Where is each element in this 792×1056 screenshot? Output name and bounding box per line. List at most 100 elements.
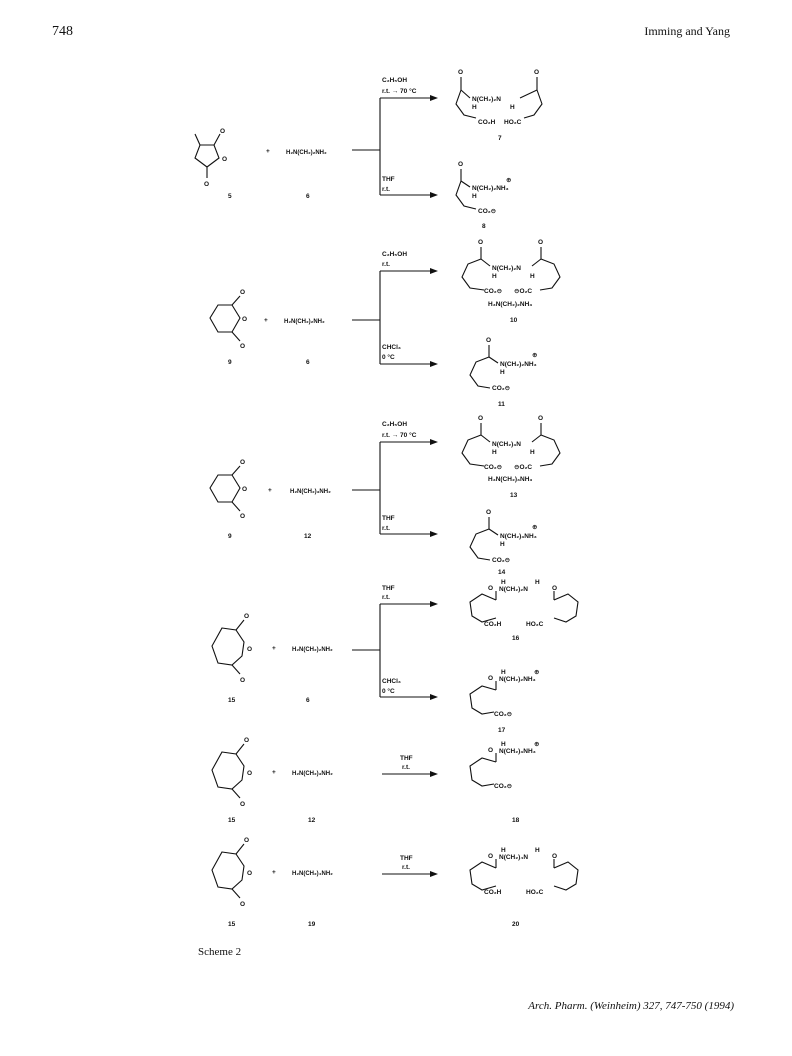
- compound-number-16: 16: [512, 635, 520, 642]
- ring-o-label: O: [247, 770, 252, 777]
- carboxylate-label: CO₂⊖: [494, 711, 512, 718]
- linker-label: N(CH₂)₂N: [492, 265, 521, 272]
- compound-9-glutaric-anhydride: O O O: [209, 459, 247, 520]
- linker-label: N(CH₂)₂N: [472, 96, 501, 103]
- condition-ethanol: C₂H₅OH: [382, 251, 407, 258]
- acid-label: CO₂H: [484, 621, 502, 628]
- compound-number-6: 6: [306, 359, 310, 366]
- counter-ion-label: H₃N(CH₂)₂NH₃: [488, 301, 532, 308]
- linker-label: N(CH₂)₂NH₃: [499, 676, 536, 683]
- h-label: H: [472, 104, 477, 111]
- linker-label: N(CH₂)₂N: [499, 586, 528, 593]
- acid-label: CO₂H: [478, 119, 496, 126]
- condition-0c: 0 °C: [382, 687, 395, 695]
- compound-number-15: 15: [228, 921, 236, 928]
- h-label: H: [535, 579, 540, 586]
- compound-number-6: 6: [306, 193, 310, 200]
- compound-18-zwitterion: O H N(CH₂)₃NH₃ ⊕ CO₂⊖: [469, 741, 539, 790]
- h-label: H: [500, 369, 505, 376]
- compound-16-bis-amide-diacid: O H H N(CH₂)₂N O CO₂H HO₂C: [469, 579, 579, 628]
- compound-number-17: 17: [498, 727, 506, 734]
- compound-number-13: 13: [510, 492, 518, 499]
- linker-label: N(CH₂)₄N: [499, 854, 528, 861]
- carbonyl-o-label: O: [240, 289, 245, 296]
- plus-sign: +: [272, 869, 276, 876]
- o-label: O: [534, 69, 539, 76]
- condition-rt: r.t.: [382, 525, 390, 532]
- o-label: O: [538, 415, 543, 422]
- linker-label: N(CH₂)₃N: [492, 441, 521, 448]
- carbonyl-o-label: O: [240, 343, 245, 350]
- ring-o-label: O: [242, 486, 247, 493]
- compound-number-18: 18: [512, 817, 520, 824]
- plus-sign: +: [264, 317, 268, 324]
- reactant-amine-6: H₂N(CH₂)₂NH₂: [292, 647, 333, 653]
- charge-plus: ⊕: [534, 741, 539, 748]
- carbonyl-o-label: O: [204, 181, 209, 188]
- o-label: O: [478, 415, 483, 422]
- plus-sign: +: [272, 645, 276, 652]
- compound-number-9: 9: [228, 533, 232, 540]
- charge-plus: ⊕: [532, 352, 537, 359]
- compound-number-12: 12: [304, 533, 312, 540]
- condition-thf: THF: [382, 176, 395, 183]
- compound-number-8: 8: [482, 223, 486, 230]
- plus-sign: +: [268, 487, 272, 494]
- carboxylate-label: CO₂⊖: [494, 783, 512, 790]
- condition-chcl3: CHCl₃: [382, 678, 401, 685]
- carbonyl-o-label: O: [220, 128, 225, 135]
- o-label: O: [486, 509, 491, 516]
- acid-label: CO₂H: [484, 889, 502, 896]
- linker-label: N(CH₂)₂NH₃: [472, 185, 509, 192]
- linker-label: N(CH₂)₂NH₃: [500, 361, 537, 368]
- carbonyl-o-label: O: [244, 837, 249, 844]
- o-label: O: [458, 69, 463, 76]
- carboxylate-label: CO₂⊖: [478, 208, 496, 215]
- page-number: 748: [52, 24, 73, 39]
- h-label: H: [501, 669, 506, 676]
- condition-rt: r.t.: [402, 864, 410, 871]
- compound-number-9: 9: [228, 359, 232, 366]
- plus-sign: +: [272, 769, 276, 776]
- reactant-amine-12: H₂N(CH₂)₃NH₂: [292, 771, 333, 777]
- h-label: H: [500, 541, 505, 548]
- condition-temp: r.t. → 70 °C: [382, 431, 417, 439]
- condition-0c: 0 °C: [382, 353, 395, 361]
- compound-15-adipic-anhydride: O O O: [211, 737, 252, 808]
- carbonyl-o-label: O: [244, 613, 249, 620]
- journal-citation-footer: Arch. Pharm. (Weinheim) 327, 747-750 (19…: [528, 1000, 734, 1012]
- compound-number-7: 7: [498, 135, 502, 142]
- o-label: O: [488, 853, 493, 860]
- compound-7-bis-amide-diacid: O N(CH₂)₂N H H O CO₂H HO₂C: [455, 69, 543, 126]
- acid-label: HO₂C: [526, 621, 544, 628]
- carboxylate-label: CO₂⊖: [492, 385, 510, 392]
- o-label: O: [538, 239, 543, 246]
- compound-number-10: 10: [510, 317, 518, 324]
- o-label: O: [458, 161, 463, 168]
- linker-label: N(CH₂)₃NH₃: [499, 748, 536, 755]
- carbonyl-o-label: O: [240, 459, 245, 466]
- h-label: H: [501, 741, 506, 748]
- reactant-amine-19: H₂N(CH₂)₄NH₂: [292, 871, 333, 877]
- o-label: O: [552, 853, 557, 860]
- reactant-amine-6: H₂N(CH₂)₂NH₂: [286, 150, 327, 156]
- h-label: H: [492, 449, 497, 456]
- condition-thf: THF: [382, 515, 395, 522]
- ring-o-label: O: [247, 870, 252, 877]
- compound-number-12: 12: [308, 817, 316, 824]
- compound-20-bis-amide-diacid: O H H N(CH₂)₄N O CO₂H HO₂C: [469, 847, 579, 896]
- condition-thf: THF: [400, 755, 413, 762]
- o-label: O: [486, 337, 491, 344]
- h-label: H: [472, 193, 477, 200]
- condition-thf: THF: [382, 585, 395, 592]
- compound-15-adipic-anhydride: O O O: [211, 613, 252, 684]
- compound-13-salt: O N(CH₂)₃N H H O CO₂⊖ ⊖O₂C H₃N(CH₂)₃NH₃: [461, 415, 561, 483]
- compound-number-11: 11: [498, 401, 505, 408]
- carbonyl-o-label: O: [240, 677, 245, 684]
- condition-rt: r.t.: [382, 261, 390, 268]
- carbonyl-o-label: O: [244, 737, 249, 744]
- condition-rt: r.t.: [382, 186, 390, 193]
- ring-o-label: O: [242, 316, 247, 323]
